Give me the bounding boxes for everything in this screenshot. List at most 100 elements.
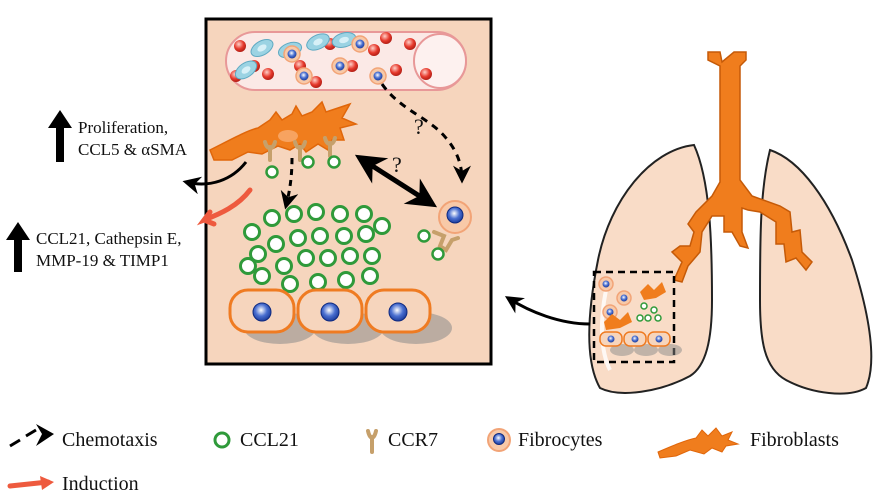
migrating-fibrocyte: [432, 200, 472, 253]
upregulation-group-1: Proliferation, CCL5 & αSMA: [48, 110, 188, 162]
ccl21-molecule: [267, 235, 285, 253]
ccl21-molecule: [431, 247, 445, 261]
ccl21-molecule: [289, 229, 307, 247]
red-blood-cell: [368, 44, 380, 56]
legend-induction-label: Induction: [62, 473, 139, 495]
legend-ccr7-label: CCR7: [388, 429, 438, 451]
vessel-fibrocyte: [369, 67, 387, 85]
ccr7-receptor: [263, 140, 277, 162]
vessel-fibrocyte: [331, 57, 349, 75]
zoom-box: [592, 270, 676, 364]
ccl21-molecule: [331, 205, 349, 223]
zoom-ccl21: [644, 314, 652, 322]
zoom-ccl21: [650, 306, 658, 314]
legend-ccl21-label: CCL21: [240, 429, 299, 451]
ccl21-molecule: [239, 257, 257, 275]
fibroblast-ccr7-receptors: [263, 136, 337, 162]
white-blood-cell-nucleus: [339, 36, 349, 44]
ccl21-cluster: [239, 203, 391, 293]
white-blood-cell: [306, 33, 330, 51]
ccl21-cathepsin-label: CCL21, Cathepsin E,: [36, 229, 181, 248]
ccl21-molecule: [281, 275, 299, 293]
ccl21-molecule: [337, 271, 355, 289]
white-blood-cell: [331, 32, 357, 48]
fibrocyte-nucleus: [299, 71, 309, 81]
bidirectional-arrow: [354, 154, 438, 208]
ccl21-molecule: [363, 247, 381, 265]
ccl21-molecule: [297, 249, 315, 267]
red-blood-cell: [234, 40, 246, 52]
white-blood-cell-nucleus: [257, 44, 267, 52]
ccl21-molecule: [311, 227, 329, 245]
red-blood-cell: [262, 68, 274, 80]
upregulation-group-2: CCL21, Cathepsin E, MMP-19 & TIMP1: [6, 222, 181, 272]
right-lung: [588, 143, 714, 394]
red-blood-cell: [346, 60, 358, 72]
induction-arrow: [196, 187, 253, 227]
ccl21-molecule: [341, 247, 359, 265]
ccl21-molecule: [263, 209, 281, 227]
ccr7-receptor: [293, 140, 307, 162]
ccl21-molecule: [327, 155, 341, 169]
ccl21-molecule: [373, 217, 391, 235]
zoom-fibrocyte-core: [602, 280, 610, 288]
red-blood-cell: [420, 68, 432, 80]
white-blood-cell: [234, 60, 258, 80]
vessel-fibrocytes: [283, 35, 387, 85]
ccl5-asma-label: CCL5 & αSMA: [78, 140, 188, 159]
left-lung: [758, 148, 873, 395]
epithelial-nucleus: [252, 302, 272, 322]
legend-ccr7: CCR7: [366, 429, 438, 454]
question-mark-2: ?: [392, 152, 402, 177]
zoom-fibroblast: [604, 312, 632, 330]
zoom-fibrocyte-core: [620, 294, 628, 302]
fibrocyte-core-icon: [493, 433, 505, 445]
ccl21-molecule: [355, 205, 373, 223]
proliferation-label: Proliferation,: [78, 118, 168, 137]
up-arrow-2: [6, 222, 30, 272]
legend-fibroblasts: Fibroblasts: [657, 427, 839, 459]
ccl21-molecule: [249, 245, 267, 263]
trachea: [670, 51, 813, 283]
epithelial-nucleus: [388, 302, 408, 322]
white-blood-cell-nucleus: [241, 66, 251, 74]
ccl21-near-fibroblast: [265, 155, 341, 179]
zoom-epithelial-shadow: [658, 344, 682, 356]
zoom-ccl21: [636, 314, 644, 322]
legend: Chemotaxis CCL21 CCR7 Fibrocytes Fibrobl…: [7, 424, 839, 495]
legend-ccl21: CCL21: [213, 429, 299, 451]
zoom-fibrocyte-core: [606, 308, 614, 316]
ccr7-icon: [366, 429, 378, 454]
ccl21-molecule: [265, 165, 279, 179]
ccl21-molecule: [361, 267, 379, 285]
ccr7-receptor: [323, 136, 337, 158]
fibroblast-cell: [209, 100, 359, 161]
fibroblast-icon: [657, 427, 740, 459]
chemotaxis-arrow-fibroblast: [280, 157, 299, 210]
zoom-epithelial-shadow: [610, 344, 634, 356]
ccl21-molecule: [309, 273, 327, 291]
legend-induction: Induction: [7, 473, 139, 495]
zoom-ccl21: [654, 314, 662, 322]
vessel-fibrocyte: [295, 67, 313, 85]
fibrocyte-nucleus: [373, 71, 383, 81]
zoom-epithelial-nucleus: [631, 335, 639, 343]
up-arrow-1: [48, 110, 72, 162]
epithelial-cells: [228, 288, 452, 344]
vessel-fibrocyte: [283, 45, 301, 63]
ccl21-molecule: [243, 223, 261, 241]
zoom-ccl21: [640, 302, 648, 310]
mmp19-timp1-label: MMP-19 & TIMP1: [36, 251, 169, 270]
lung-illustration: [588, 51, 873, 395]
legend-fibrocytes: Fibrocytes: [487, 428, 603, 452]
legend-chemotaxis: Chemotaxis: [9, 424, 158, 451]
ccl21-molecule: [301, 155, 315, 169]
epithelial-nucleus: [320, 302, 340, 322]
ccl21-molecule: [307, 203, 325, 221]
question-mark-1: ?: [414, 114, 424, 139]
fibroblast-output-arrow: [182, 161, 248, 195]
ccl21-molecule: [319, 249, 337, 267]
zoom-box-contents: [598, 276, 682, 356]
legend-chemotaxis-label: Chemotaxis: [62, 429, 158, 451]
